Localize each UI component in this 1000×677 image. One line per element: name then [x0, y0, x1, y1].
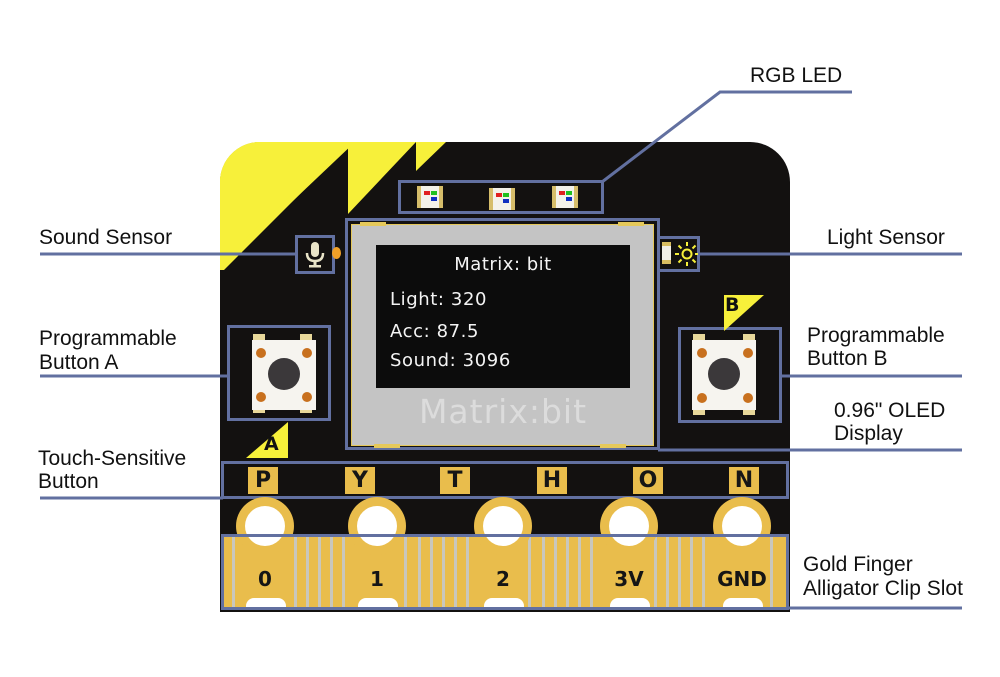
- alligator-pad-3v[interactable]: [600, 497, 658, 555]
- button-b-cap[interactable]: [708, 358, 740, 390]
- button-a-pad: [256, 348, 266, 358]
- touch-pin-p[interactable]: P: [248, 467, 278, 494]
- button-b-pad: [697, 348, 707, 358]
- label-light-sensor: Light Sensor: [827, 226, 945, 249]
- label-button-a-line2: Button A: [39, 351, 119, 374]
- button-b-pad: [743, 393, 753, 403]
- oled-brand-text: Matrix:bit: [418, 392, 588, 431]
- light-sensor-chip: [662, 242, 671, 264]
- label-oled-line2: Display: [834, 422, 903, 445]
- rgb-led-1: [417, 186, 443, 208]
- pad-label-3v: 3V: [614, 567, 644, 591]
- oled-tab: [600, 444, 626, 448]
- button-a-pad: [302, 392, 312, 402]
- touch-pin-y[interactable]: Y: [345, 467, 375, 494]
- button-a-marker-label: A: [264, 433, 279, 455]
- label-button-b-line1: Programmable: [807, 324, 945, 347]
- touch-pin-o[interactable]: O: [633, 467, 663, 494]
- button-b-foot: [743, 407, 755, 415]
- touch-pin-h[interactable]: H: [537, 467, 567, 494]
- pad-label-2: 2: [496, 567, 510, 591]
- button-b-foot: [693, 407, 705, 415]
- button-a-pad: [302, 348, 312, 358]
- rgb-led-2: [489, 188, 515, 210]
- button-a-foot: [300, 334, 312, 342]
- alligator-pad-2[interactable]: [474, 497, 532, 555]
- label-button-b-line2: Button B: [807, 347, 888, 370]
- gold-finger-edge: [222, 534, 788, 608]
- touch-pin-t[interactable]: T: [440, 467, 470, 494]
- oled-title: Matrix: bit: [454, 254, 552, 275]
- button-b-foot: [693, 334, 705, 342]
- leader-rgb-led: [601, 90, 852, 184]
- label-sound-sensor: Sound Sensor: [39, 226, 173, 249]
- button-a-foot: [253, 334, 265, 342]
- rgb-led-3: [552, 186, 578, 208]
- touch-pin-n[interactable]: N: [729, 467, 759, 494]
- label-gold-line2: Alligator Clip Slot: [803, 577, 963, 600]
- button-b-pad: [697, 393, 707, 403]
- alligator-pad-gnd[interactable]: [713, 497, 771, 555]
- alligator-pad-1[interactable]: [348, 497, 406, 555]
- pad-label-1: 1: [370, 567, 384, 591]
- sun-icon: [675, 242, 699, 266]
- sound-sensor-chip: [332, 247, 341, 259]
- button-b-marker: [724, 295, 764, 331]
- label-gold-line1: Gold Finger: [803, 553, 913, 576]
- button-b-foot: [743, 334, 755, 342]
- pad-label-gnd: GND: [717, 567, 767, 591]
- button-a-cap[interactable]: [268, 358, 300, 390]
- label-rgb-led: RGB LED: [750, 64, 843, 87]
- oled-tab: [360, 222, 386, 226]
- label-button-a-line1: Programmable: [39, 327, 177, 350]
- oled-tab: [374, 444, 400, 448]
- label-oled-line1: 0.96" OLED: [834, 399, 946, 422]
- oled-sound-reading: Sound: 3096: [390, 350, 511, 371]
- gold-finger-frame: [221, 534, 789, 610]
- oled-acc-reading: Acc: 87.5: [390, 321, 480, 342]
- button-b-marker-label: B: [725, 294, 740, 316]
- button-a-frame: [227, 325, 331, 421]
- button-a-pad: [256, 392, 266, 402]
- rgb-led-frame: [398, 180, 604, 214]
- yellow-stripes: [220, 142, 446, 270]
- oled-screen: Matrix: bit Light: 320 Acc: 87.5 Sound: …: [376, 245, 630, 388]
- oled-tab: [618, 222, 644, 226]
- microphone-icon: [305, 242, 325, 268]
- pad-label-0: 0: [258, 567, 272, 591]
- label-touch-line2: Button: [38, 470, 99, 493]
- button-a-marker: [246, 422, 288, 458]
- oled-light-reading: Light: 320: [390, 289, 488, 310]
- label-touch-line1: Touch-Sensitive: [38, 447, 187, 470]
- alligator-pad-0[interactable]: [236, 497, 294, 555]
- button-b-pad: [743, 348, 753, 358]
